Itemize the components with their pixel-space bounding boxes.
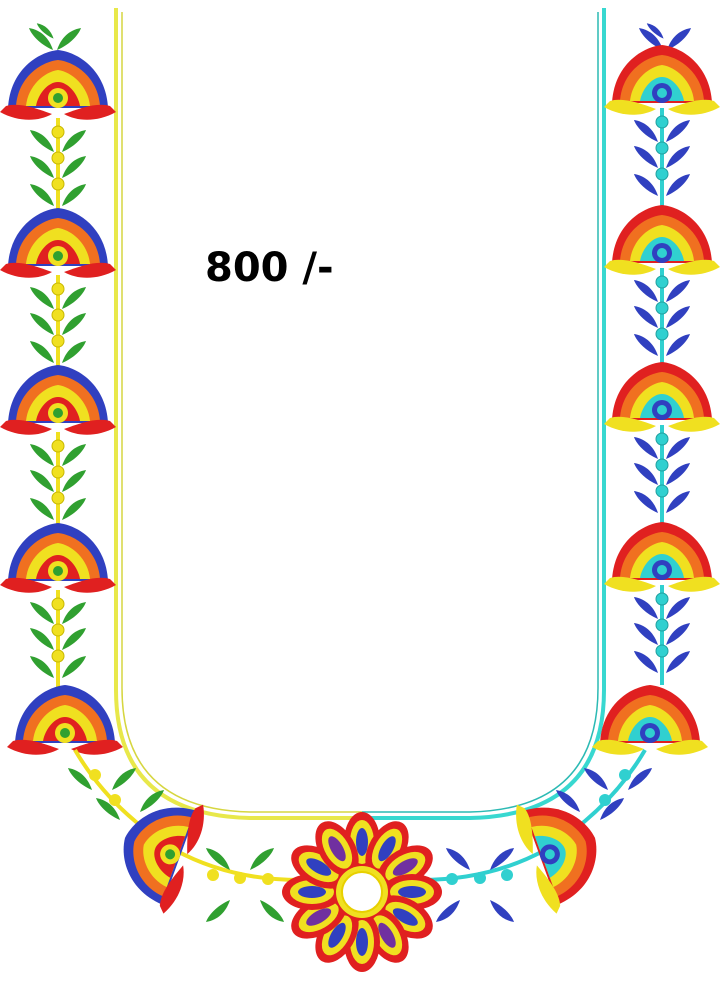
flower-icon	[0, 365, 116, 435]
price-label: 800 /-	[205, 245, 334, 291]
flower-icon	[7, 685, 123, 755]
flower-icon	[604, 205, 720, 275]
flower-icon	[604, 362, 720, 432]
daisy-medallion-icon	[282, 812, 442, 972]
neckline-right-outline	[362, 8, 606, 820]
right-flower-column	[592, 45, 720, 755]
top-left-leaf-icon	[29, 23, 81, 50]
flower-icon	[604, 522, 720, 592]
flower-icon	[0, 50, 116, 120]
flower-icon	[0, 523, 116, 593]
left-flower-column	[0, 50, 123, 755]
flower-icon	[592, 685, 708, 755]
flower-icon	[604, 45, 720, 115]
flower-icon	[0, 208, 116, 278]
neckline-left-outline	[114, 8, 362, 820]
